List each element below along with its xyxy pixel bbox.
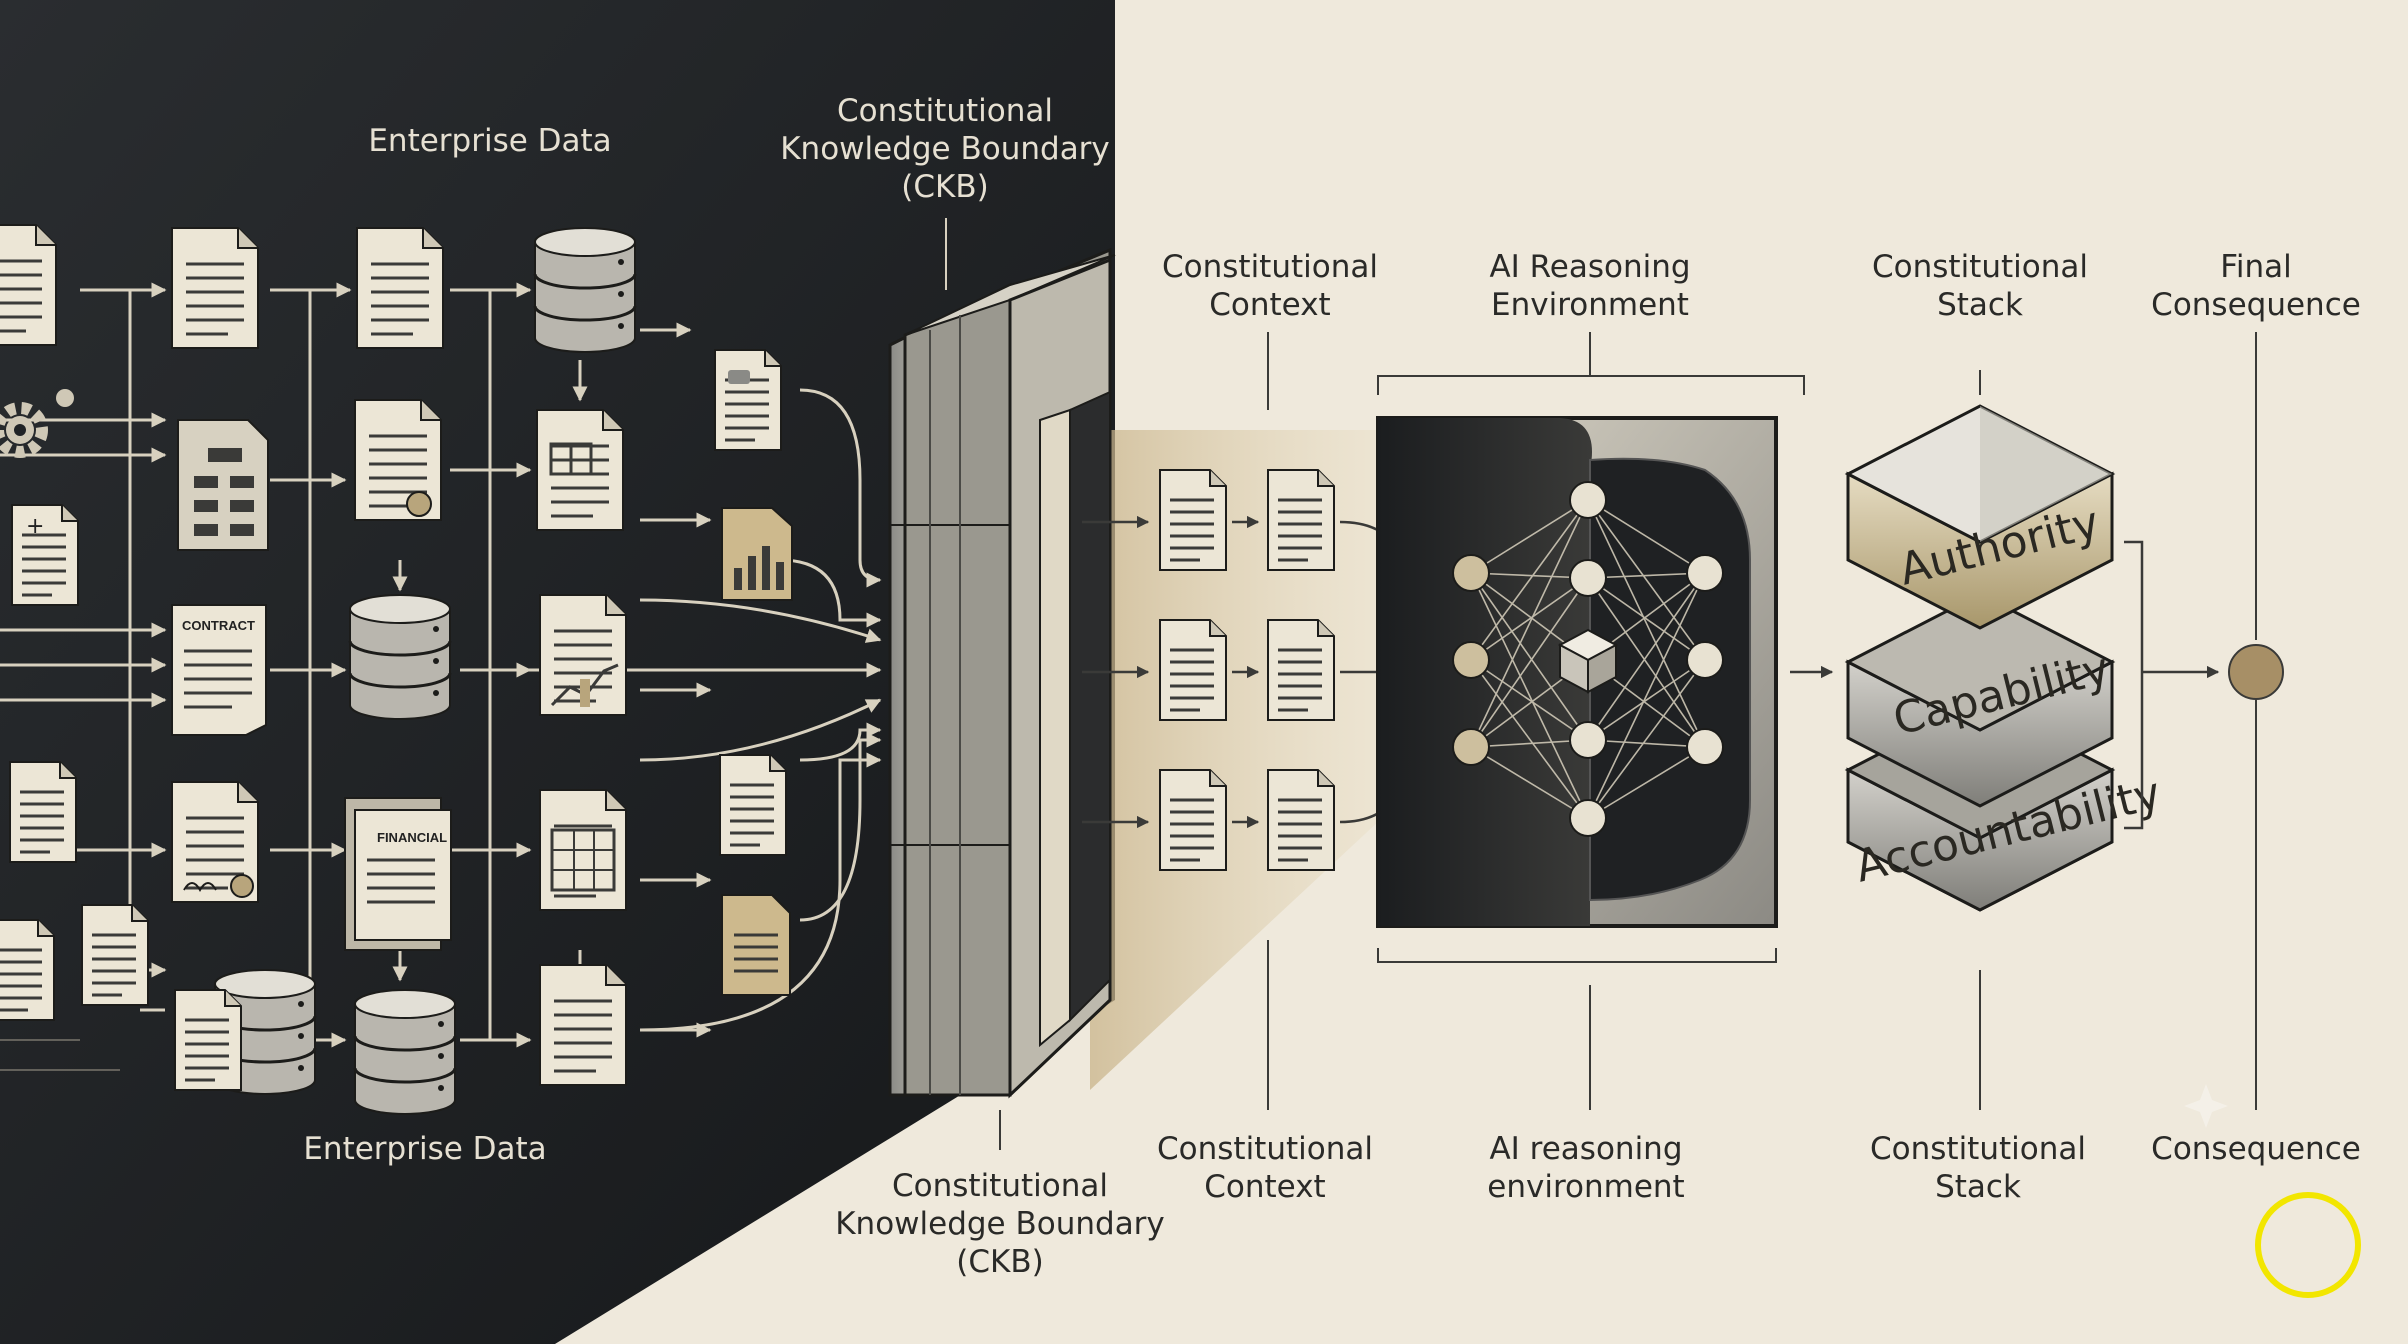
knowledge-beam [1090, 430, 1380, 1090]
document-icon [1158, 618, 1228, 722]
label-enterprise-data-bottom: Enterprise Data [303, 1131, 547, 1167]
document-icon [1158, 468, 1228, 572]
document-icon [713, 348, 783, 452]
tan-document-icon [721, 894, 791, 996]
document-icon [1266, 768, 1336, 872]
spreadsheet-icon [538, 788, 628, 912]
chart-document-icon [538, 593, 628, 717]
label-context-bottom: Constitutional Context [1157, 1131, 1373, 1205]
document-icon [718, 753, 788, 857]
signature-document-icon [170, 780, 260, 904]
label-ckb-bottom: Constitutional Knowledge Boundary (CKB) [835, 1168, 1165, 1280]
database-icon [353, 988, 457, 1116]
document-icon [173, 988, 243, 1092]
document-icon [538, 963, 628, 1087]
plus-icon [728, 370, 750, 384]
document-icon [8, 760, 78, 864]
contract-tag: CONTRACT [182, 618, 255, 633]
constitutional-stack: Authority Capability Accountability [1844, 404, 2166, 912]
database-icon [348, 593, 452, 721]
label-ckb-top: Constitutional Knowledge Boundary (CKB) [780, 93, 1110, 205]
sparkle-icon [2184, 1084, 2228, 1128]
node-dot [56, 389, 74, 407]
ckb-gate [888, 247, 1116, 1099]
enterprise-flow-lines [0, 282, 882, 1048]
background-grid-lines [0, 1039, 120, 1071]
document-icon [0, 918, 56, 1022]
financial-document-icon: FINANCIAL [344, 797, 452, 951]
label-enterprise-data-top: Enterprise Data [368, 123, 612, 159]
contract-document-icon: CONTRACT [171, 604, 267, 736]
label-final-consequence-top: Final Consequence [2151, 249, 2361, 323]
bar-chart-icon [721, 507, 793, 601]
neural-network-icon [1452, 481, 1724, 837]
flowchart-document-icon [177, 419, 269, 551]
document-icon [1266, 618, 1336, 722]
database-icon [533, 226, 637, 354]
label-consequence-bottom: Consequence [2151, 1131, 2361, 1167]
table-document-icon [535, 408, 625, 532]
cube-icon [1557, 628, 1619, 694]
document-icon [0, 223, 58, 347]
enterprise-items: + CONTRACT [0, 223, 793, 1116]
leader-lines [945, 218, 2257, 1150]
certificate-document-icon [353, 398, 443, 522]
document-icon [170, 226, 260, 350]
consequence-node [2228, 644, 2284, 700]
label-ai-env-bottom: AI reasoning environment [1487, 1131, 1685, 1205]
document-icon [355, 226, 445, 350]
document-icon [1158, 768, 1228, 872]
label-ai-env-top: AI Reasoning Environment [1489, 249, 1691, 323]
document-icon [1266, 468, 1336, 572]
stack-layer-authority [1844, 404, 2116, 630]
label-stack-top: Constitutional Stack [1872, 249, 2088, 323]
financial-tag: FINANCIAL [377, 830, 447, 845]
stack-to-consequence-bracket [2124, 540, 2220, 830]
gear-icon [0, 402, 48, 458]
svg-text:+: + [26, 514, 44, 539]
label-context-top: Constitutional Context [1162, 249, 1378, 323]
highlight-ring [2255, 1192, 2361, 1298]
document-icon [80, 903, 150, 1007]
plus-document-icon: + [10, 503, 80, 607]
label-stack-bottom: Constitutional Stack [1870, 1131, 2086, 1205]
stack-layer-capability [1844, 592, 2116, 808]
